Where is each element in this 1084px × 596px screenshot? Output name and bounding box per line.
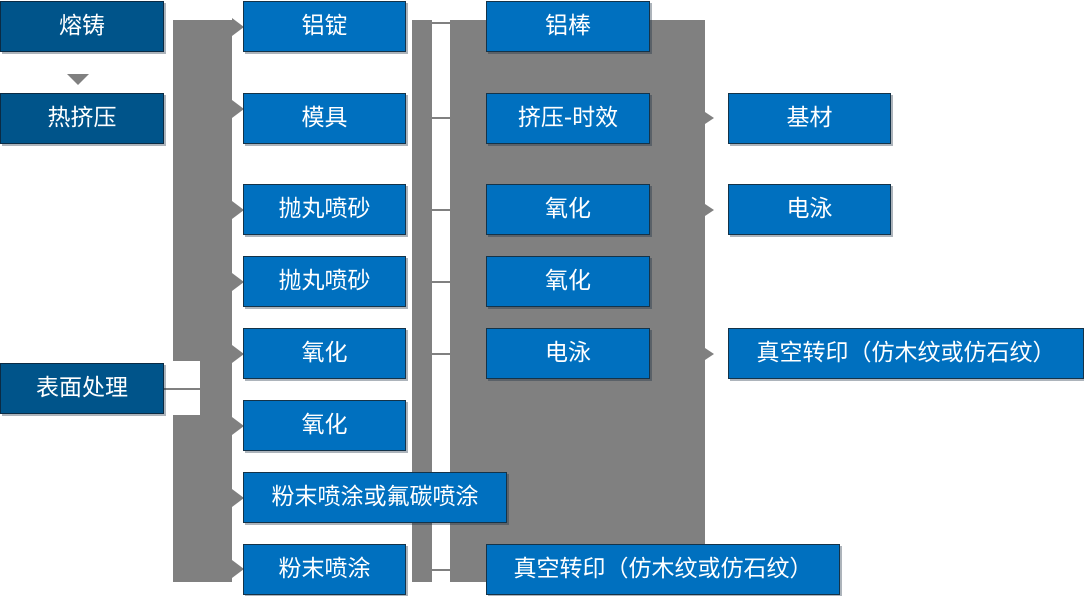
connector-bar-step-narrow	[412, 20, 432, 582]
tie-line-3	[432, 209, 451, 211]
connector-bar-stage-to-step	[173, 20, 232, 582]
process-box-aluminum-bar[interactable]: 铝棒	[486, 1, 650, 52]
step-box-oxidation-2[interactable]: 氧化	[243, 400, 406, 451]
step-box-shot-blasting-2[interactable]: 抛丸喷砂	[243, 256, 406, 307]
arrow-to-step-2	[232, 100, 244, 118]
step-box-mould[interactable]: 模具	[243, 93, 406, 144]
process-box-oxidation-1[interactable]: 氧化	[486, 184, 650, 235]
stage-box-surface-treatment[interactable]: 表面处理	[0, 363, 164, 414]
arrow-stem-result-1	[697, 117, 706, 119]
arrow-to-result-1	[705, 112, 714, 124]
stage-box-hot-extrusion[interactable]: 热挤压	[0, 93, 164, 144]
process-box-electrophoresis[interactable]: 电泳	[486, 328, 650, 379]
tie-line-2	[432, 117, 451, 119]
stage-box-melt-cast[interactable]: 熔铸	[0, 1, 164, 52]
arrow-to-step-1	[232, 18, 244, 36]
step-box-powder-or-pvdf[interactable]: 粉末喷涂或氟碳喷涂	[243, 472, 507, 523]
arrow-melt-cast-to-extrusion	[67, 74, 89, 85]
link-surface-treatment-to-bar	[164, 388, 202, 390]
connector-bar-stage-to-step-lower	[200, 361, 232, 415]
arrow-to-step-8	[232, 560, 244, 578]
result-box-vacuum-transfer[interactable]: 真空转印（仿木纹或仿石纹）	[728, 328, 1084, 379]
arrow-to-step-7	[232, 489, 244, 507]
result-box-electrophoresis[interactable]: 电泳	[728, 184, 891, 235]
arrow-stem-result-2	[697, 209, 706, 211]
tie-line-5	[432, 353, 451, 355]
tie-line-4	[432, 281, 451, 283]
arrow-to-step-4	[232, 273, 244, 291]
arrow-stem-result-3	[697, 353, 706, 355]
process-box-oxidation-2[interactable]: 氧化	[486, 256, 650, 307]
arrow-to-result-3	[705, 348, 714, 360]
step-box-aluminum-ingot[interactable]: 铝锭	[243, 1, 406, 52]
process-box-vacuum-transfer[interactable]: 真空转印（仿木纹或仿石纹）	[486, 544, 840, 595]
process-box-extrusion-aging[interactable]: 挤压-时效	[486, 93, 650, 144]
result-box-substrate[interactable]: 基材	[728, 93, 891, 144]
step-box-shot-blasting-1[interactable]: 抛丸喷砂	[243, 184, 406, 235]
step-box-oxidation-1[interactable]: 氧化	[243, 328, 406, 379]
tie-line-6	[432, 569, 451, 571]
arrow-to-step-3	[232, 201, 244, 219]
arrow-to-step-5	[232, 345, 244, 363]
arrow-to-result-2	[705, 204, 714, 216]
tie-line-1	[432, 22, 451, 24]
step-box-powder-coating[interactable]: 粉末喷涂	[243, 544, 406, 595]
arrow-to-step-6	[232, 417, 244, 435]
